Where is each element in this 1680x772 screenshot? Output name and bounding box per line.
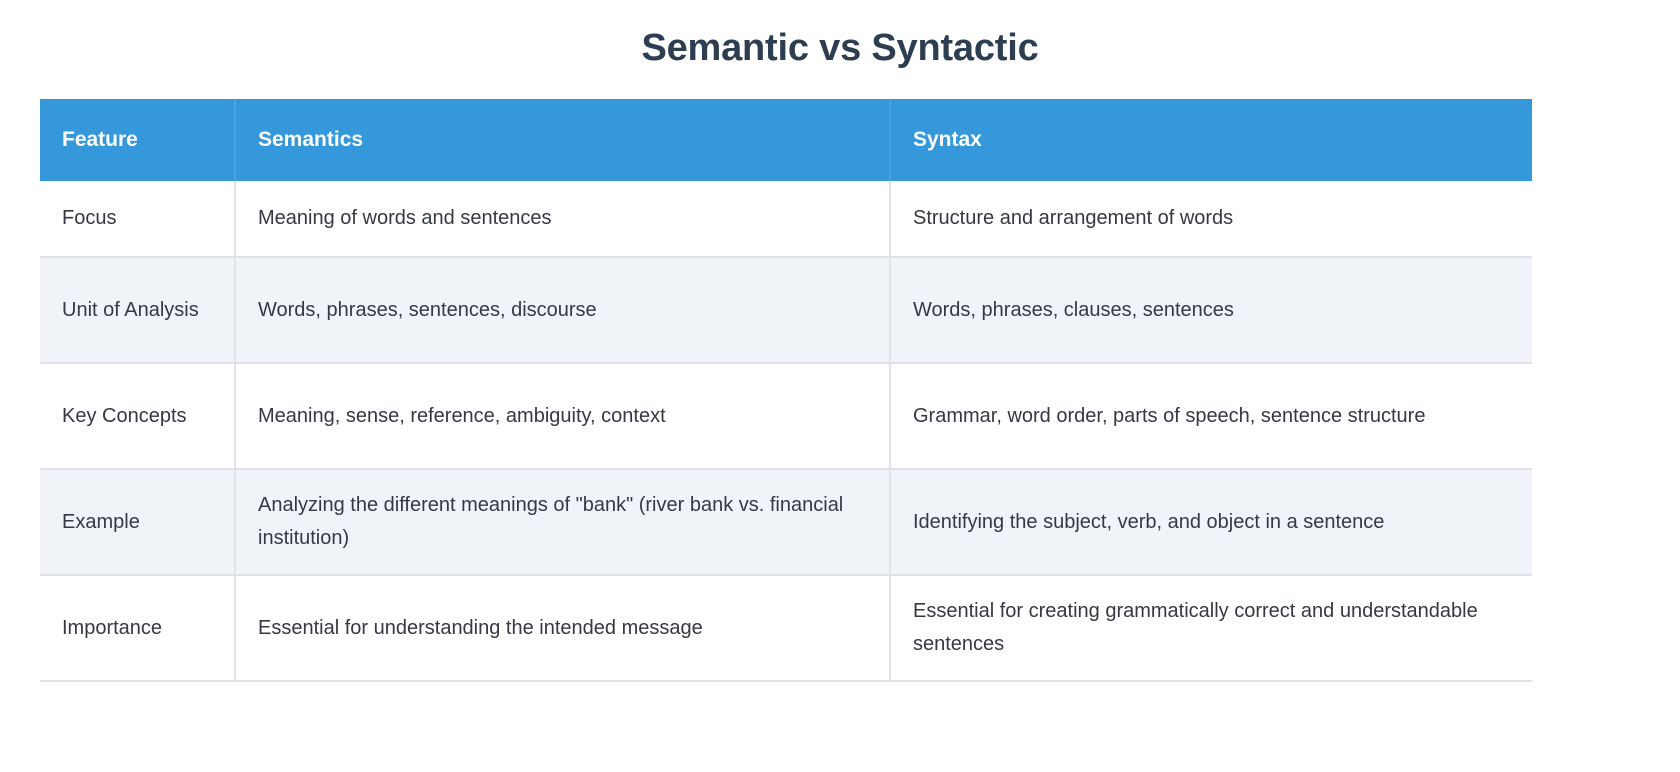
cell-semantics: Words, phrases, sentences, discourse: [235, 257, 891, 364]
column-header-semantics[interactable]: Semantics: [235, 99, 891, 181]
cell-semantics: Meaning of words and sentences: [235, 181, 891, 258]
cell-syntax: Words, phrases, clauses, sentences: [890, 257, 1532, 364]
table-row: Key Concepts Meaning, sense, reference, …: [40, 363, 1532, 470]
cell-feature: Focus: [40, 181, 236, 258]
cell-feature: Key Concepts: [40, 363, 236, 470]
cell-syntax: Essential for creating grammatically cor…: [890, 575, 1532, 682]
table-container: Feature Semantics Syntax Focus Meaning o…: [40, 99, 1532, 682]
cell-syntax: Identifying the subject, verb, and objec…: [890, 469, 1532, 576]
table-row: Example Analyzing the different meanings…: [40, 469, 1532, 576]
table-header: Feature Semantics Syntax: [40, 99, 1532, 181]
cell-syntax: Grammar, word order, parts of speech, se…: [890, 363, 1532, 470]
cell-semantics: Essential for understanding the intended…: [235, 575, 891, 682]
table-header-row: Feature Semantics Syntax: [40, 99, 1532, 181]
page-title: Semantic vs Syntactic: [641, 27, 1039, 69]
table-row: Unit of Analysis Words, phrases, sentenc…: [40, 257, 1532, 364]
cell-syntax: Structure and arrangement of words: [890, 181, 1532, 258]
cell-feature: Unit of Analysis: [40, 257, 236, 364]
cell-feature: Importance: [40, 575, 236, 682]
cell-semantics: Analyzing the different meanings of "ban…: [235, 469, 891, 576]
table-body: Focus Meaning of words and sentences Str…: [40, 181, 1532, 682]
cell-semantics: Meaning, sense, reference, ambiguity, co…: [235, 363, 891, 470]
comparison-table: Feature Semantics Syntax Focus Meaning o…: [40, 99, 1532, 682]
table-row: Focus Meaning of words and sentences Str…: [40, 181, 1532, 258]
cell-feature: Example: [40, 469, 236, 576]
column-header-syntax[interactable]: Syntax: [890, 99, 1532, 181]
column-header-feature[interactable]: Feature: [40, 99, 236, 181]
table-row: Importance Essential for understanding t…: [40, 575, 1532, 682]
